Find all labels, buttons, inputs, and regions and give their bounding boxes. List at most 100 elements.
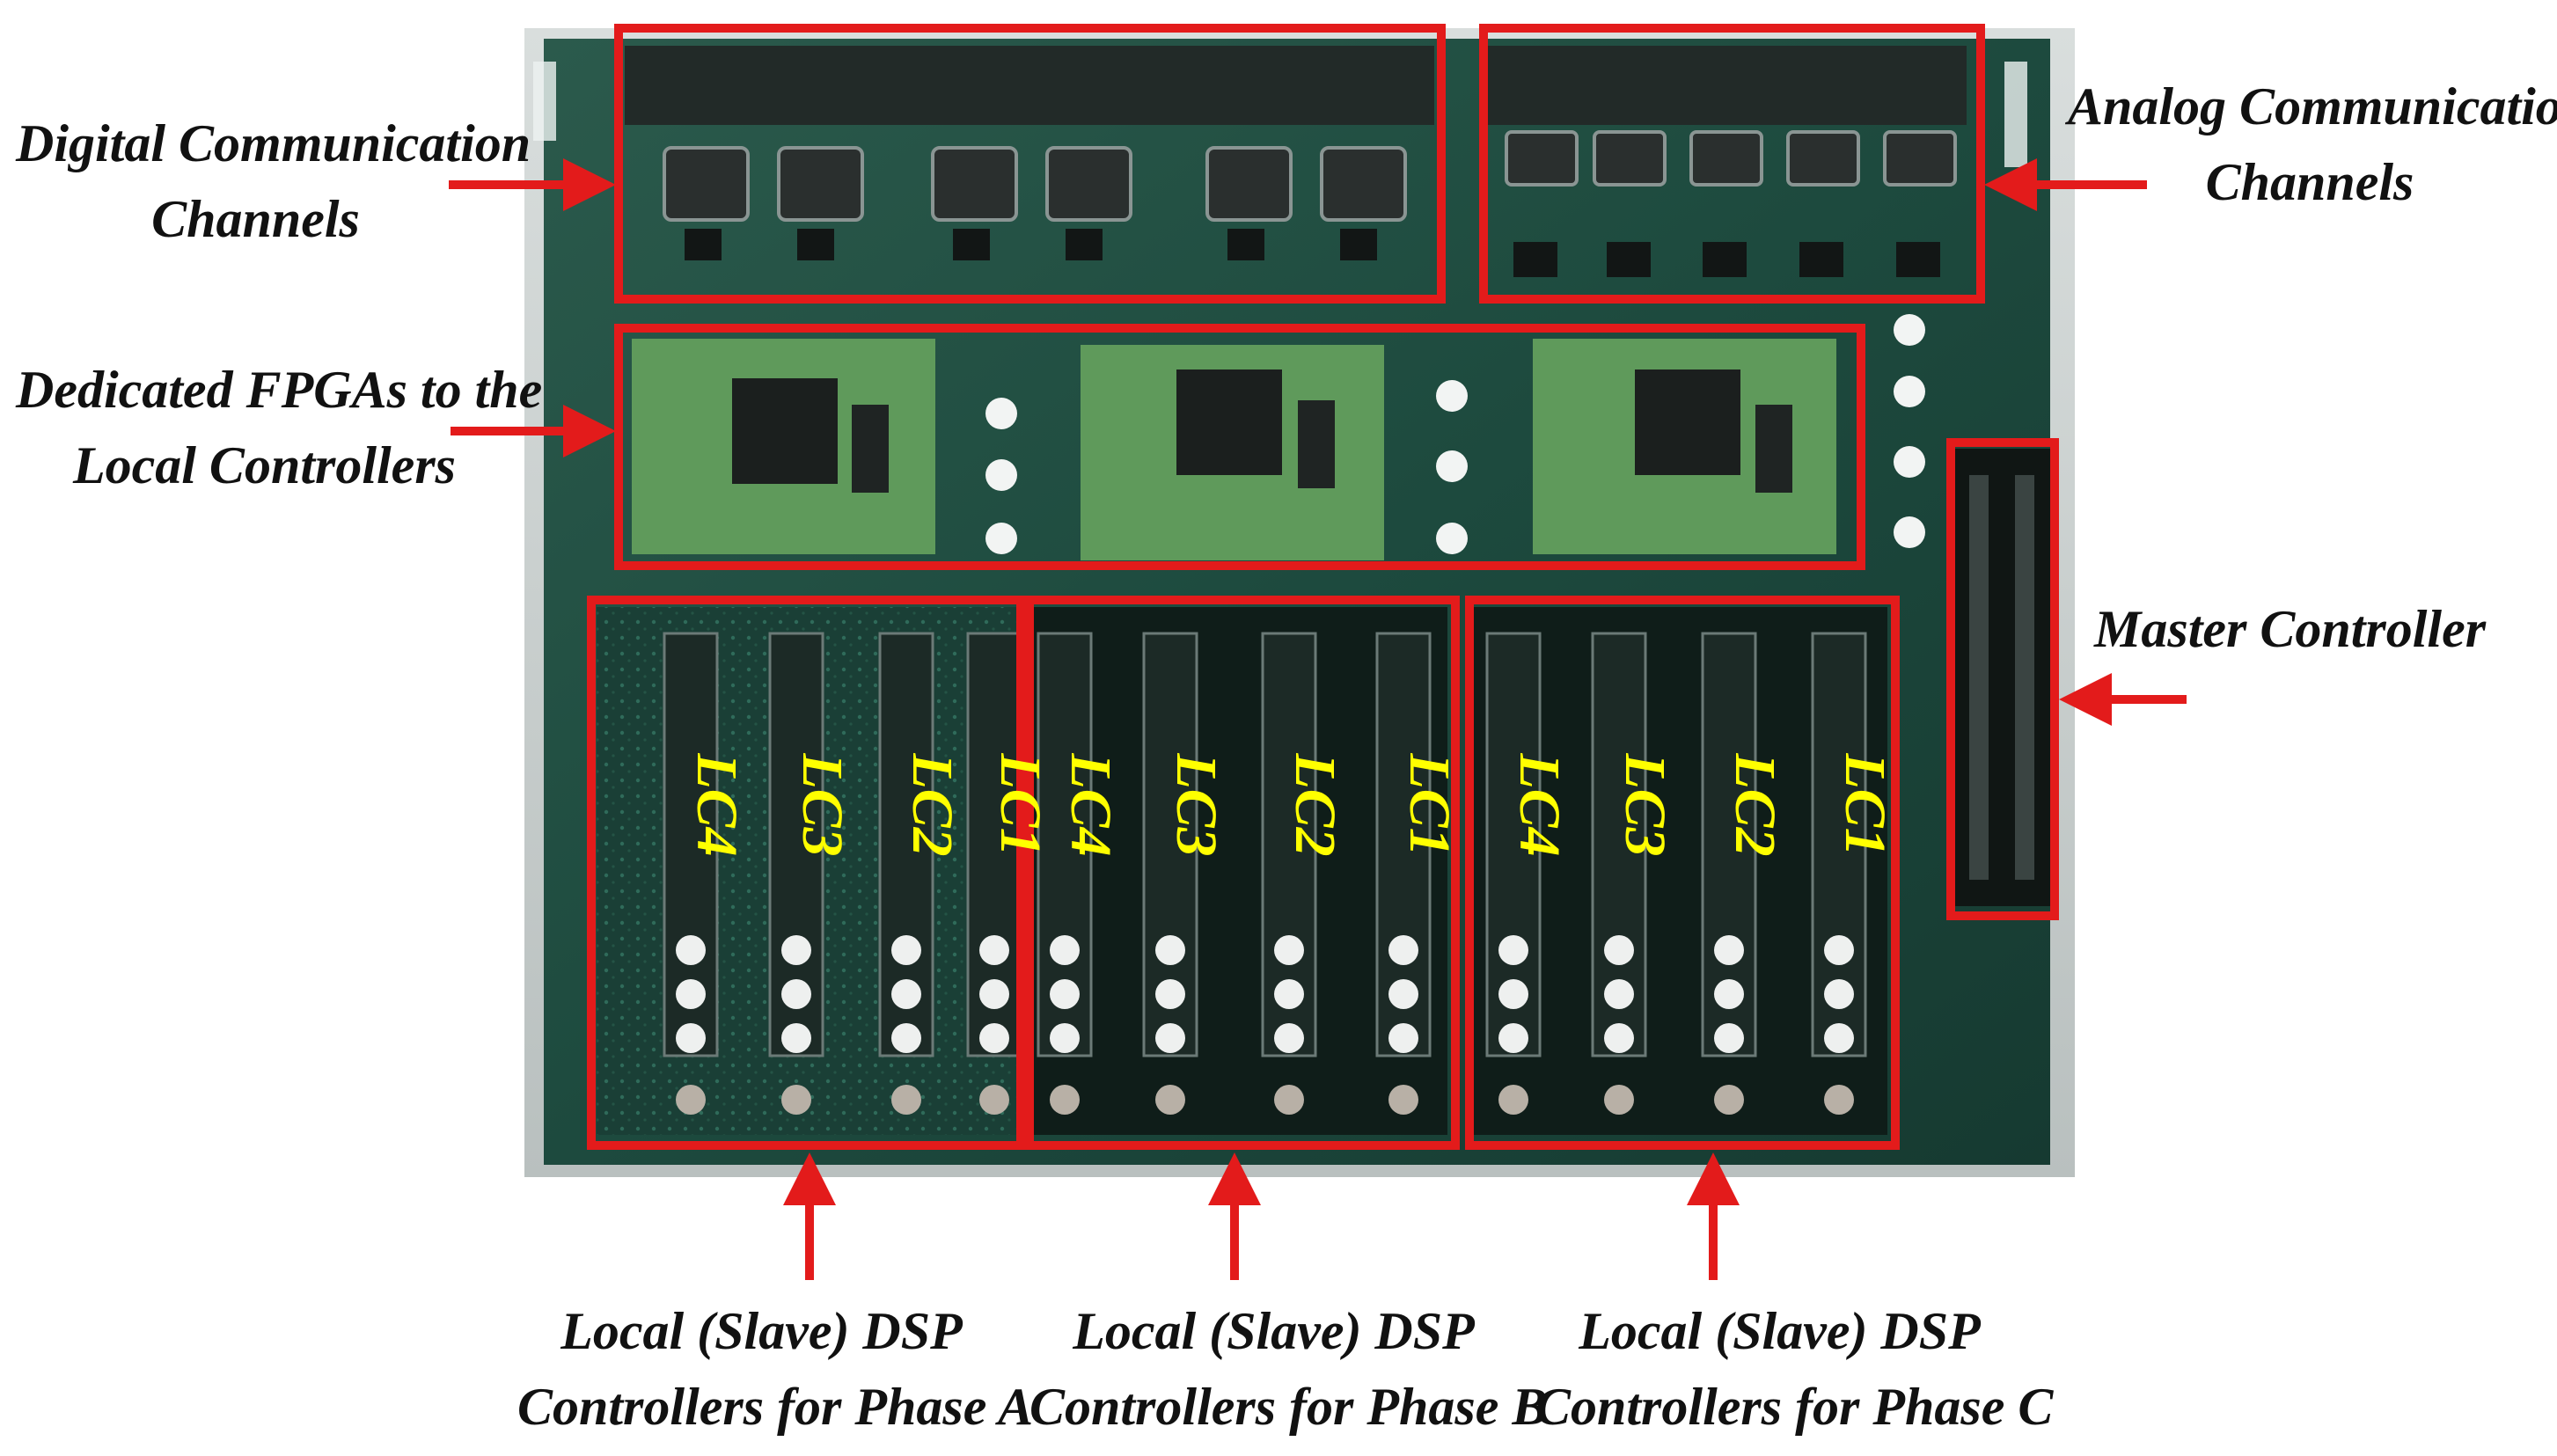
lc-label-b-4: LC1 bbox=[1397, 752, 1462, 856]
lc-knob-a-3-1 bbox=[891, 935, 921, 965]
lc-knob-a-4-1 bbox=[979, 935, 1009, 965]
standoff-top-right bbox=[2004, 62, 2027, 167]
lc-knob-a-4-4 bbox=[979, 1085, 1009, 1115]
lc-knob-b-2-4 bbox=[1155, 1085, 1185, 1115]
lc-knob-b-1-2 bbox=[1050, 979, 1080, 1009]
lc-knob-a-2-1 bbox=[781, 935, 811, 965]
lc-knob-b-1-3 bbox=[1050, 1023, 1080, 1053]
caption-analog-line1: Analog Communication bbox=[2068, 77, 2557, 135]
lc-knob-c-4-1 bbox=[1824, 935, 1854, 965]
caption-digital-line1: Digital Communication bbox=[16, 114, 531, 172]
lc-label-c-4: LC1 bbox=[1833, 752, 1897, 856]
lc-card-a-2 bbox=[768, 632, 824, 1057]
lc-knob-c-2-1 bbox=[1604, 935, 1634, 965]
lc-knob-b-3-4 bbox=[1274, 1085, 1304, 1115]
caption-digital: Digital Communication Channels bbox=[16, 106, 531, 257]
lc-knob-a-1-2 bbox=[676, 979, 706, 1009]
lc-knob-b-1-4 bbox=[1050, 1085, 1080, 1115]
lc-label-c-1: LC4 bbox=[1507, 752, 1572, 856]
digital-ics bbox=[685, 229, 1377, 260]
fpga-boards bbox=[632, 339, 1836, 560]
lc-knob-a-4-3 bbox=[979, 1023, 1009, 1053]
box-fpga bbox=[614, 324, 1865, 570]
lc-knob-c-2-3 bbox=[1604, 1023, 1634, 1053]
box-phase-a bbox=[587, 596, 1025, 1150]
caption-phase-c-line2: Controllers for Phase C bbox=[1535, 1378, 2054, 1436]
master-controller-pins bbox=[1969, 475, 2034, 880]
lc-knob-b-4-2 bbox=[1388, 979, 1418, 1009]
lc-knob-b-2-2 bbox=[1155, 979, 1185, 1009]
lc-knob-b-2-1 bbox=[1155, 935, 1185, 965]
lc-knob-b-1-1 bbox=[1050, 935, 1080, 965]
lc-knob-c-2-2 bbox=[1604, 979, 1634, 1009]
box-analog-communication bbox=[1479, 24, 1985, 304]
lc-label-b-1: LC4 bbox=[1059, 752, 1123, 856]
caption-analog: Analog Communication Channels bbox=[2068, 69, 2557, 220]
lc-knob-c-3-4 bbox=[1714, 1085, 1744, 1115]
digital-db-connectors bbox=[663, 146, 1407, 222]
lc-label-a-2: LC3 bbox=[790, 752, 854, 856]
caption-phase-a: Local (Slave) DSP Controllers for Phase … bbox=[517, 1293, 1034, 1445]
lc-label-a-3: LC2 bbox=[900, 752, 964, 856]
lc-knob-b-3-2 bbox=[1274, 979, 1304, 1009]
lc-knob-b-2-3 bbox=[1155, 1023, 1185, 1053]
lc-knobs bbox=[676, 935, 1854, 1115]
lc-knob-c-4-2 bbox=[1824, 979, 1854, 1009]
lc-label-c-3: LC2 bbox=[1723, 752, 1787, 856]
box-digital-communication bbox=[614, 24, 1446, 304]
box-phase-b bbox=[1025, 596, 1460, 1150]
caption-fpga-line1: Dedicated FPGAs to the bbox=[16, 361, 543, 419]
lc-knob-c-1-1 bbox=[1498, 935, 1528, 965]
lc-label-a-4: LC1 bbox=[988, 752, 1052, 856]
lc-knob-a-1-4 bbox=[676, 1085, 706, 1115]
analog-connectors bbox=[1505, 130, 1957, 187]
caption-master: Master Controller bbox=[2094, 591, 2486, 667]
lc-knob-a-3-3 bbox=[891, 1023, 921, 1053]
lc-knob-c-1-3 bbox=[1498, 1023, 1528, 1053]
lc-knob-a-2-3 bbox=[781, 1023, 811, 1053]
caption-analog-line2: Channels bbox=[2205, 153, 2414, 211]
caption-fpga-line2: Local Controllers bbox=[72, 436, 457, 494]
caption-phase-c-line1: Local (Slave) DSP bbox=[1579, 1302, 1981, 1360]
lc-knob-b-3-3 bbox=[1274, 1023, 1304, 1053]
header-strip-analog bbox=[1487, 46, 1967, 125]
lc-knob-a-3-4 bbox=[891, 1085, 921, 1115]
lc-label-c-2: LC3 bbox=[1613, 752, 1677, 856]
lc-knob-a-4-2 bbox=[979, 979, 1009, 1009]
header-strip-digital bbox=[625, 46, 1434, 125]
lc-knob-a-3-2 bbox=[891, 979, 921, 1009]
lc-knob-a-1-1 bbox=[676, 935, 706, 965]
lc-knob-c-4-4 bbox=[1824, 1085, 1854, 1115]
lc-knob-c-3-2 bbox=[1714, 979, 1744, 1009]
lc-label-b-2: LC3 bbox=[1164, 752, 1228, 856]
lc-knob-b-4-4 bbox=[1388, 1085, 1418, 1115]
caption-phase-b-line2: Controllers for Phase B bbox=[1029, 1378, 1548, 1436]
lc-knob-c-1-2 bbox=[1498, 979, 1528, 1009]
caption-master-text: Master Controller bbox=[2094, 600, 2487, 658]
lc-knob-b-3-1 bbox=[1274, 935, 1304, 965]
lc-knob-b-4-1 bbox=[1388, 935, 1418, 965]
lc-knob-a-2-4 bbox=[781, 1085, 811, 1115]
lc-knob-a-1-3 bbox=[676, 1023, 706, 1053]
lc-label-a-1: LC4 bbox=[685, 752, 749, 856]
lc-knob-c-3-3 bbox=[1714, 1023, 1744, 1053]
lc-knob-b-4-3 bbox=[1388, 1023, 1418, 1053]
box-phase-c bbox=[1465, 596, 1900, 1150]
box-master-controller bbox=[1946, 438, 2059, 920]
analog-ics bbox=[1513, 242, 1940, 277]
caption-phase-a-line2: Controllers for Phase A bbox=[517, 1378, 1034, 1436]
standoff-top-left bbox=[533, 62, 556, 141]
lc-knob-a-2-2 bbox=[781, 979, 811, 1009]
caption-digital-line2: Channels bbox=[151, 190, 360, 248]
lc-knob-c-4-3 bbox=[1824, 1023, 1854, 1053]
lc-knob-c-2-4 bbox=[1604, 1085, 1634, 1115]
caption-phase-a-line1: Local (Slave) DSP bbox=[560, 1302, 963, 1360]
lc-knob-c-3-1 bbox=[1714, 935, 1744, 965]
caption-phase-c: Local (Slave) DSP Controllers for Phase … bbox=[1535, 1293, 2054, 1445]
caption-phase-b: Local (Slave) DSP Controllers for Phase … bbox=[1029, 1293, 1548, 1445]
caption-phase-b-line1: Local (Slave) DSP bbox=[1073, 1302, 1475, 1360]
lc-knob-c-1-4 bbox=[1498, 1085, 1528, 1115]
lc-label-b-3: LC2 bbox=[1283, 752, 1347, 856]
